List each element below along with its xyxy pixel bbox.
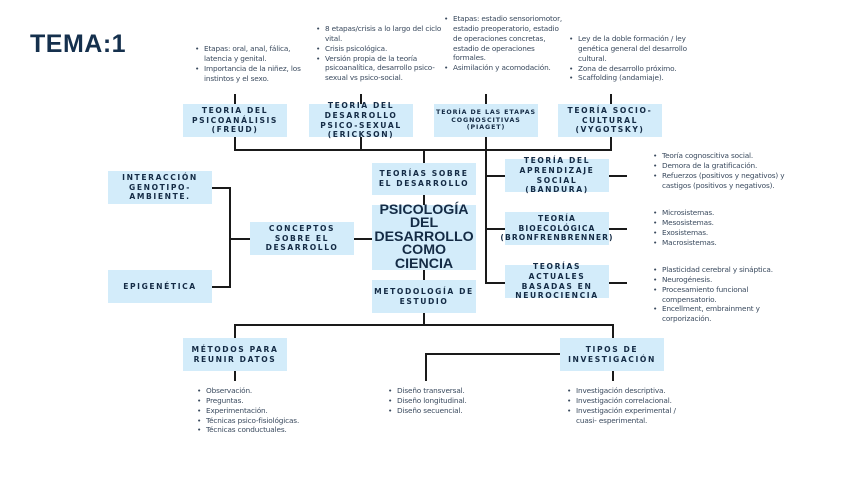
- node-epigenetics: EPIGENÉTICA: [108, 270, 212, 303]
- node-bronfenbrenner: TEORÍA BIOECOLÓGICA (BRONFRENBRENNER): [500, 212, 613, 245]
- connector-line: [612, 371, 614, 381]
- connector-line: [485, 137, 487, 151]
- connector-line: [612, 324, 614, 338]
- connector-line: [485, 94, 487, 104]
- connector-line: [609, 282, 627, 284]
- node-neuroscience: TEORÍAS ACTUALES BASADAS EN NEUROCIENCIA: [505, 262, 609, 300]
- connector-line: [425, 353, 427, 381]
- note-item: Diseño secuencial.: [388, 406, 517, 416]
- node-piaget: TEORÍA DE LAS ETAPAS COGNOSCITIVAS (PIAG…: [434, 104, 538, 137]
- note-item: Demora de la gratificación.: [653, 161, 812, 171]
- connector-line: [610, 94, 612, 104]
- note-item: Técnicas conductuales.: [197, 425, 356, 435]
- connector-line: [425, 353, 560, 355]
- connector-line: [234, 324, 614, 326]
- note-item: Neurogénesis.: [653, 275, 792, 285]
- note-item: Observación.: [197, 386, 356, 396]
- node-bandura: TEORÍA DEL APRENDIZAJE SOCIAL (BANDURA): [505, 156, 609, 194]
- connector-line: [360, 137, 362, 151]
- note-item: Encellment, embrainment y corporización.: [653, 304, 792, 324]
- piaget-notes: Etapas: estadio sensoriomotor, estadio p…: [444, 14, 565, 73]
- bandura-notes: Teoría cognoscitiva social. Demora de la…: [653, 151, 812, 190]
- node-research-types: TIPOS DE INVESTIGACIÓN: [560, 338, 664, 371]
- note-item: Investigación correlacional.: [567, 396, 696, 406]
- connector-line: [360, 94, 362, 104]
- connector-line: [234, 371, 236, 381]
- note-item: Asimilación y acomodación.: [444, 63, 565, 73]
- note-item: Etapas: estadio sensoriomotor, estadio p…: [444, 14, 565, 63]
- connector-line: [229, 187, 231, 288]
- note-item: Mesosistemas.: [653, 218, 812, 228]
- note-item: Macrosistemas.: [653, 238, 812, 248]
- note-item: Scaffolding (andamiaje).: [569, 73, 690, 83]
- node-methodology: METODOLOGÍA DE ESTUDIO: [372, 280, 476, 313]
- note-item: Diseño longitudinal.: [388, 396, 517, 406]
- node-theories: TEORÍAS SOBRE EL DESARROLLO: [372, 163, 476, 195]
- note-item: Crisis psicológica.: [316, 44, 445, 54]
- designs-notes: Diseño transversal. Diseño longitudinal.…: [388, 386, 517, 416]
- node-concepts: CONCEPTOS SOBRE EL DESARROLLO: [250, 222, 354, 255]
- note-item: Investigación descriptiva.: [567, 386, 696, 396]
- note-item: Etapas: oral, anal, fálica, latencia y g…: [195, 44, 319, 64]
- note-item: 8 etapas/crisis a lo largo del ciclo vit…: [316, 24, 445, 44]
- vygotsky-notes: Ley de la doble formación / ley genética…: [569, 34, 690, 83]
- connector-line: [485, 175, 505, 177]
- connector-line: [609, 228, 627, 230]
- connector-line: [485, 282, 505, 284]
- methods-notes: Observación. Preguntas. Experimentación.…: [197, 386, 356, 435]
- node-gene-environment: INTERACCIÓN GENOTIPO-AMBIENTE.: [108, 171, 212, 204]
- connector-line: [609, 175, 627, 177]
- connector-line: [230, 238, 250, 240]
- note-item: Técnicas psico-fisiológicas.: [197, 416, 356, 426]
- connector-line: [212, 286, 231, 288]
- note-item: Experimentación.: [197, 406, 356, 416]
- connector-line: [234, 324, 236, 338]
- note-item: Plasticidad cerebral y sináptica.: [653, 265, 792, 275]
- page-title: TEMA:1: [30, 30, 127, 58]
- note-item: Procesamiento funcional compensatorio.: [653, 285, 792, 305]
- connector-line: [423, 313, 425, 325]
- connector-line: [485, 149, 487, 284]
- research-types-notes: Investigación descriptiva. Investigación…: [567, 386, 696, 425]
- note-item: Importancia de la niñez, los instintos y…: [195, 64, 319, 84]
- connector-line: [354, 238, 372, 240]
- freud-notes: Etapas: oral, anal, fálica, latencia y g…: [195, 44, 319, 83]
- bronfenbrenner-notes: Microsistemas. Mesosistemas. Exosistemas…: [653, 208, 812, 247]
- note-item: Zona de desarrollo próximo.: [569, 64, 690, 74]
- note-item: Teoría cognoscitiva social.: [653, 151, 812, 161]
- note-item: Preguntas.: [197, 396, 356, 406]
- connector-line: [234, 94, 236, 104]
- node-erickson: TEORIA DEL DESARROLLO PSICO-SEXUAL (ERIC…: [309, 101, 413, 139]
- node-freud: TEORIA DEL PSICOANÁLISIS (FREUD): [183, 104, 287, 137]
- node-main-topic: PSICOLOGÍA DEL DESARROLLO COMO CIENCIA: [372, 203, 476, 271]
- connector-line: [610, 137, 612, 151]
- note-item: Versión propia de la teoría psicoanalíti…: [316, 54, 445, 84]
- connector-line: [423, 270, 425, 280]
- connector-line: [485, 228, 505, 230]
- note-item: Microsistemas.: [653, 208, 812, 218]
- node-vygotsky: TEORÍA SOCIO-CULTURAL (VYGOTSKY): [558, 104, 662, 137]
- note-item: Diseño transversal.: [388, 386, 517, 396]
- erickson-notes: 8 etapas/crisis a lo largo del ciclo vit…: [316, 24, 445, 83]
- neuroscience-notes: Plasticidad cerebral y sináptica. Neurog…: [653, 265, 792, 324]
- connector-line: [234, 137, 236, 151]
- note-item: Refuerzos (positivos y negativos) y cast…: [653, 171, 812, 191]
- note-item: Exosistemas.: [653, 228, 812, 238]
- note-item: Investigación experimental / cuasi- espe…: [567, 406, 696, 426]
- note-item: Ley de la doble formación / ley genética…: [569, 34, 690, 64]
- connector-line: [423, 149, 425, 163]
- connector-line: [423, 195, 425, 205]
- node-methods: MÉTODOS PARA REUNIR DATOS: [183, 338, 287, 371]
- connector-line: [212, 187, 231, 189]
